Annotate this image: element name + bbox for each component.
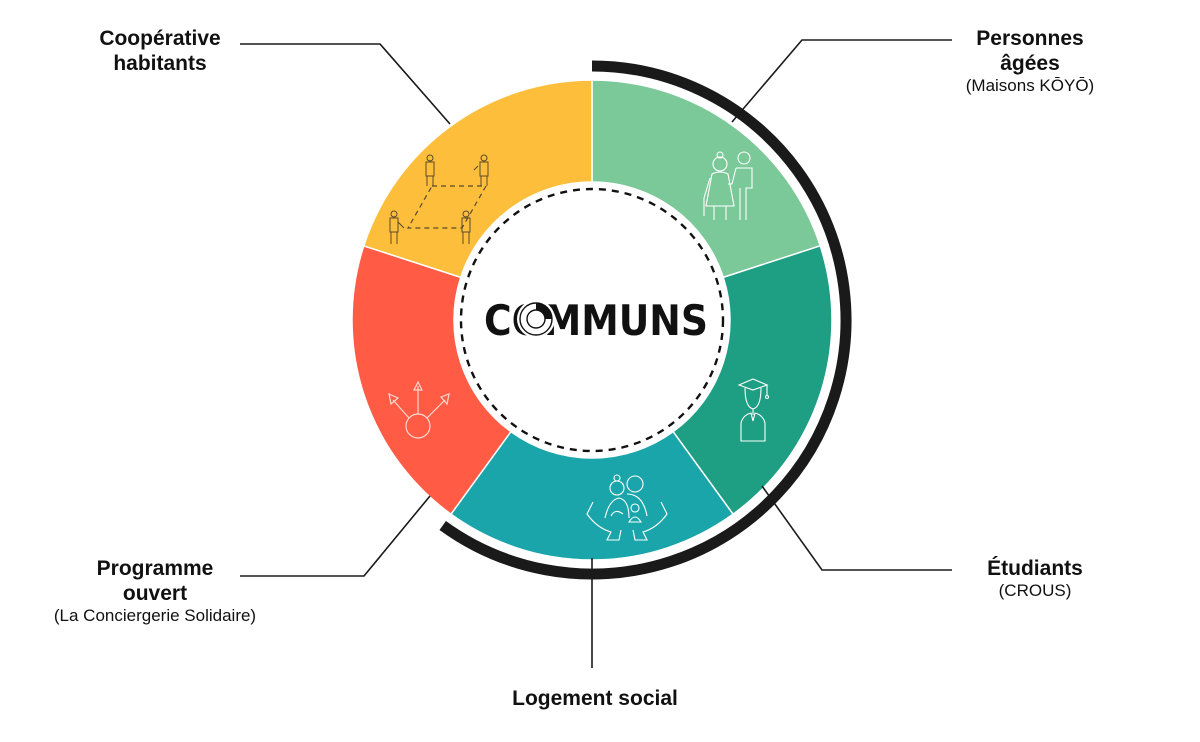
label-personnes-agees: Personnes âgées (Maisons KŌYŌ) xyxy=(930,26,1130,97)
graduate-student-icon xyxy=(737,378,770,442)
label-title: Étudiants xyxy=(987,557,1083,580)
family-in-hands-icon xyxy=(586,474,668,541)
label-subtitle: (Maisons KŌYŌ) xyxy=(965,76,1095,96)
people-square-icon xyxy=(389,154,489,244)
leader-line-agees xyxy=(731,39,952,123)
label-title: Personnes xyxy=(976,27,1084,50)
label-subtitle: (CROUS) xyxy=(998,581,1072,601)
dashed-ring xyxy=(459,187,725,453)
label-logement-social: Logement social xyxy=(440,686,750,711)
outer-arc xyxy=(439,60,852,580)
leader-line-etudiants xyxy=(761,485,952,571)
label-title: Logement social xyxy=(512,687,678,710)
center-disc xyxy=(454,182,730,458)
communs-logo: COMMUNS xyxy=(484,293,714,347)
label-title-line2: âgées xyxy=(1000,52,1060,76)
segments xyxy=(351,79,833,561)
label-title-line2: ouvert xyxy=(122,582,188,606)
leader-line-cooperative xyxy=(240,43,451,125)
label-title-line2: habitants xyxy=(113,52,207,76)
label-title: Programme xyxy=(96,557,214,580)
logo-ring-o xyxy=(517,300,555,338)
segment-cooperative-habitants xyxy=(362,79,593,279)
label-programme-ouvert: Programme ouvert (La Conciergerie Solida… xyxy=(10,556,300,627)
segment-personnes-agees xyxy=(591,79,822,279)
label-subtitle: (La Conciergerie Solidaire) xyxy=(53,606,257,626)
elderly-couple-icon xyxy=(703,151,753,220)
label-title: Coopérative xyxy=(99,27,221,50)
label-etudiants: Étudiants (CROUS) xyxy=(940,556,1130,602)
leader-line-programme xyxy=(240,495,431,577)
label-cooperative-habitants: Coopérative habitants xyxy=(60,26,260,76)
open-arrows-icon xyxy=(388,380,450,439)
